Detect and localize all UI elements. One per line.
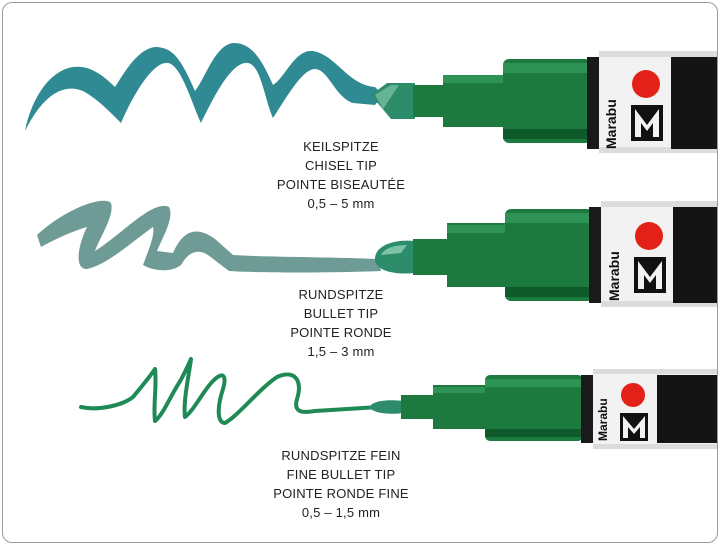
brand-logo-text: Marabu (606, 251, 622, 301)
marker-chisel: Marabu (25, 43, 717, 153)
brand-logo-text: Marabu (603, 99, 619, 149)
brand-logo-dot-icon (635, 222, 663, 250)
brand-logo-m-icon (620, 413, 648, 441)
brand-logo-dot-icon (621, 383, 645, 407)
chisel-spec: KEILSPITZE CHISEL TIP POINTE BISEAUTÉE 0… (261, 137, 421, 213)
bullet-size: 1,5 – 3 mm (307, 344, 375, 359)
fine-tip-icon (369, 400, 403, 414)
brand-logo-text: Marabu (596, 398, 610, 441)
brand-logo-m-icon (631, 105, 663, 141)
bullet-name-en: BULLET TIP (303, 306, 379, 321)
bullet-tip-icon (375, 240, 415, 274)
bullet-spec: RUNDSPITZE BULLET TIP POINTE RONDE 1,5 –… (261, 285, 421, 361)
chisel-name-fr: POINTE BISEAUTÉE (276, 177, 406, 192)
fine-bullet-stroke (79, 357, 381, 425)
marker-fine-bullet: Marabu (79, 357, 717, 449)
bullet-name-fr: POINTE RONDE (290, 325, 392, 340)
fine-bullet-name-en: FINE BULLET TIP (286, 467, 396, 482)
chisel-name-de: KEILSPITZE (303, 139, 379, 154)
chisel-tip-icon (371, 83, 415, 119)
fine-bullet-name-de: RUNDSPITZE FEIN (281, 448, 401, 463)
bullet-name-de: RUNDSPITZE (298, 287, 384, 302)
chisel-stroke (25, 43, 383, 131)
fine-bullet-size: 0,5 – 1,5 mm (301, 505, 381, 520)
bullet-stroke (37, 200, 381, 273)
marker-bullet: Marabu (37, 200, 717, 307)
chisel-name-en: CHISEL TIP (304, 158, 378, 173)
brand-logo-m-icon (634, 257, 666, 293)
chisel-size: 0,5 – 5 mm (307, 196, 375, 211)
fine-bullet-name-fr: POINTE RONDE FINE (273, 486, 409, 501)
fine-bullet-spec: RUNDSPITZE FEIN FINE BULLET TIP POINTE R… (251, 446, 431, 522)
brand-logo-dot-icon (632, 70, 660, 98)
